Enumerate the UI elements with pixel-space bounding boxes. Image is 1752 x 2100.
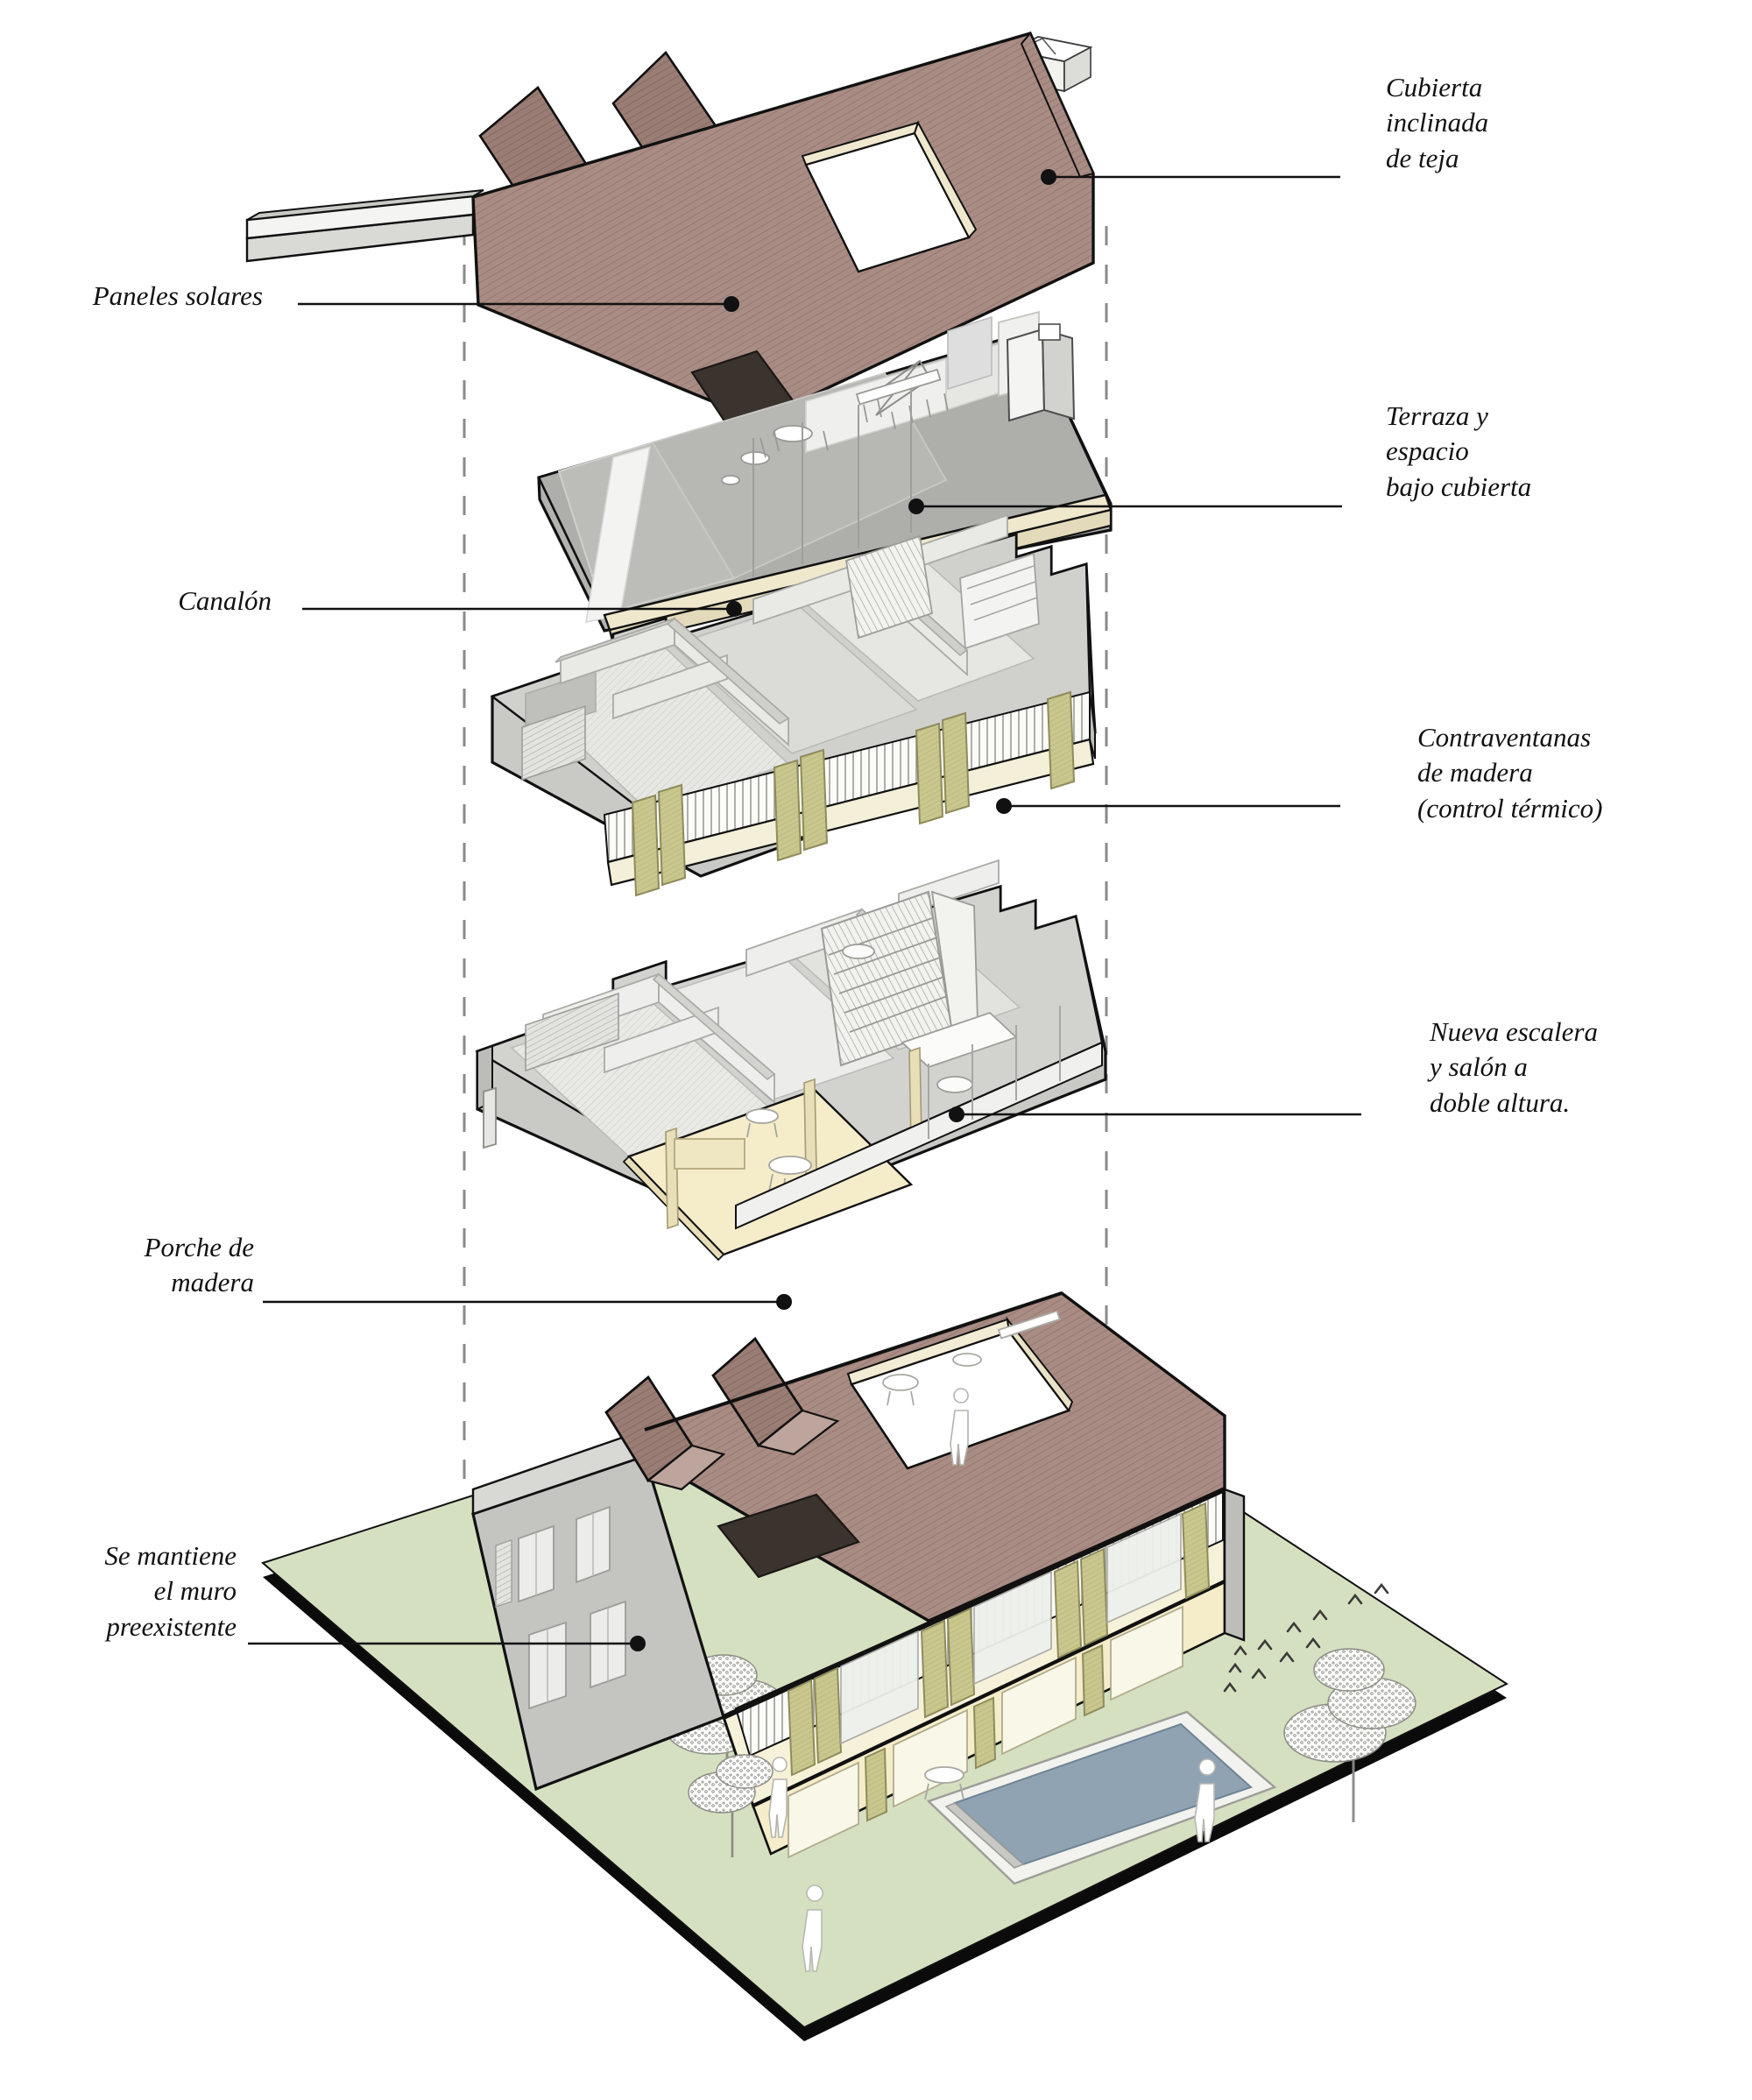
callout-leaders [248, 175, 1361, 1645]
layer-ground-floor [475, 859, 1107, 1262]
dot-canalon [726, 601, 742, 617]
callout-label-muro: Se mantiene el muro preexistente [104, 1540, 237, 1642]
figure [802, 1884, 823, 1972]
solar-panel-assembly [717, 1493, 860, 1579]
callout-label-canalon: Canalón [178, 585, 272, 616]
dot-terraza [908, 498, 924, 514]
roof-eave-bar [245, 189, 484, 263]
dot-contraventanas [996, 798, 1012, 814]
callout-dots [630, 169, 1056, 1651]
dot-paneles [724, 296, 739, 312]
figure [1194, 1758, 1216, 1842]
dot-cubierta [1041, 169, 1056, 185]
assembly-terrace-cutout [846, 1310, 1074, 1470]
wooden-shutters [631, 690, 1076, 897]
new-staircase [820, 890, 978, 1067]
callout-label-porche: Porche de madera [144, 1232, 254, 1298]
birds-flock [1223, 1582, 1389, 1693]
callout-label-contraventanas: Contraventanas de madera (control térmic… [1417, 722, 1603, 824]
figure [768, 1757, 788, 1838]
callout-label-terraza: Terraza y espacio bajo cubierta [1386, 400, 1532, 502]
callout-label-escalera: Nueva escalera y salón a doble altura. [1430, 1016, 1598, 1118]
layer-assembly [260, 1291, 1509, 2041]
roof-skylight [801, 120, 978, 273]
tree [688, 1754, 774, 1857]
dot-escalera [949, 1107, 964, 1122]
tree [1283, 1648, 1416, 1822]
swimming-pool [926, 1710, 1277, 1885]
alignment-guides [463, 226, 1108, 1542]
callout-label-paneles: Paneles solares [92, 280, 263, 311]
figure [950, 1388, 969, 1466]
wooden-shutters-assembly [787, 1502, 1211, 1777]
dot-porche [776, 1294, 792, 1310]
layer-upper-floor [490, 513, 1097, 897]
dot-muro [630, 1636, 646, 1651]
callout-label-cubierta: Cubierta inclinada de teja [1386, 72, 1489, 173]
